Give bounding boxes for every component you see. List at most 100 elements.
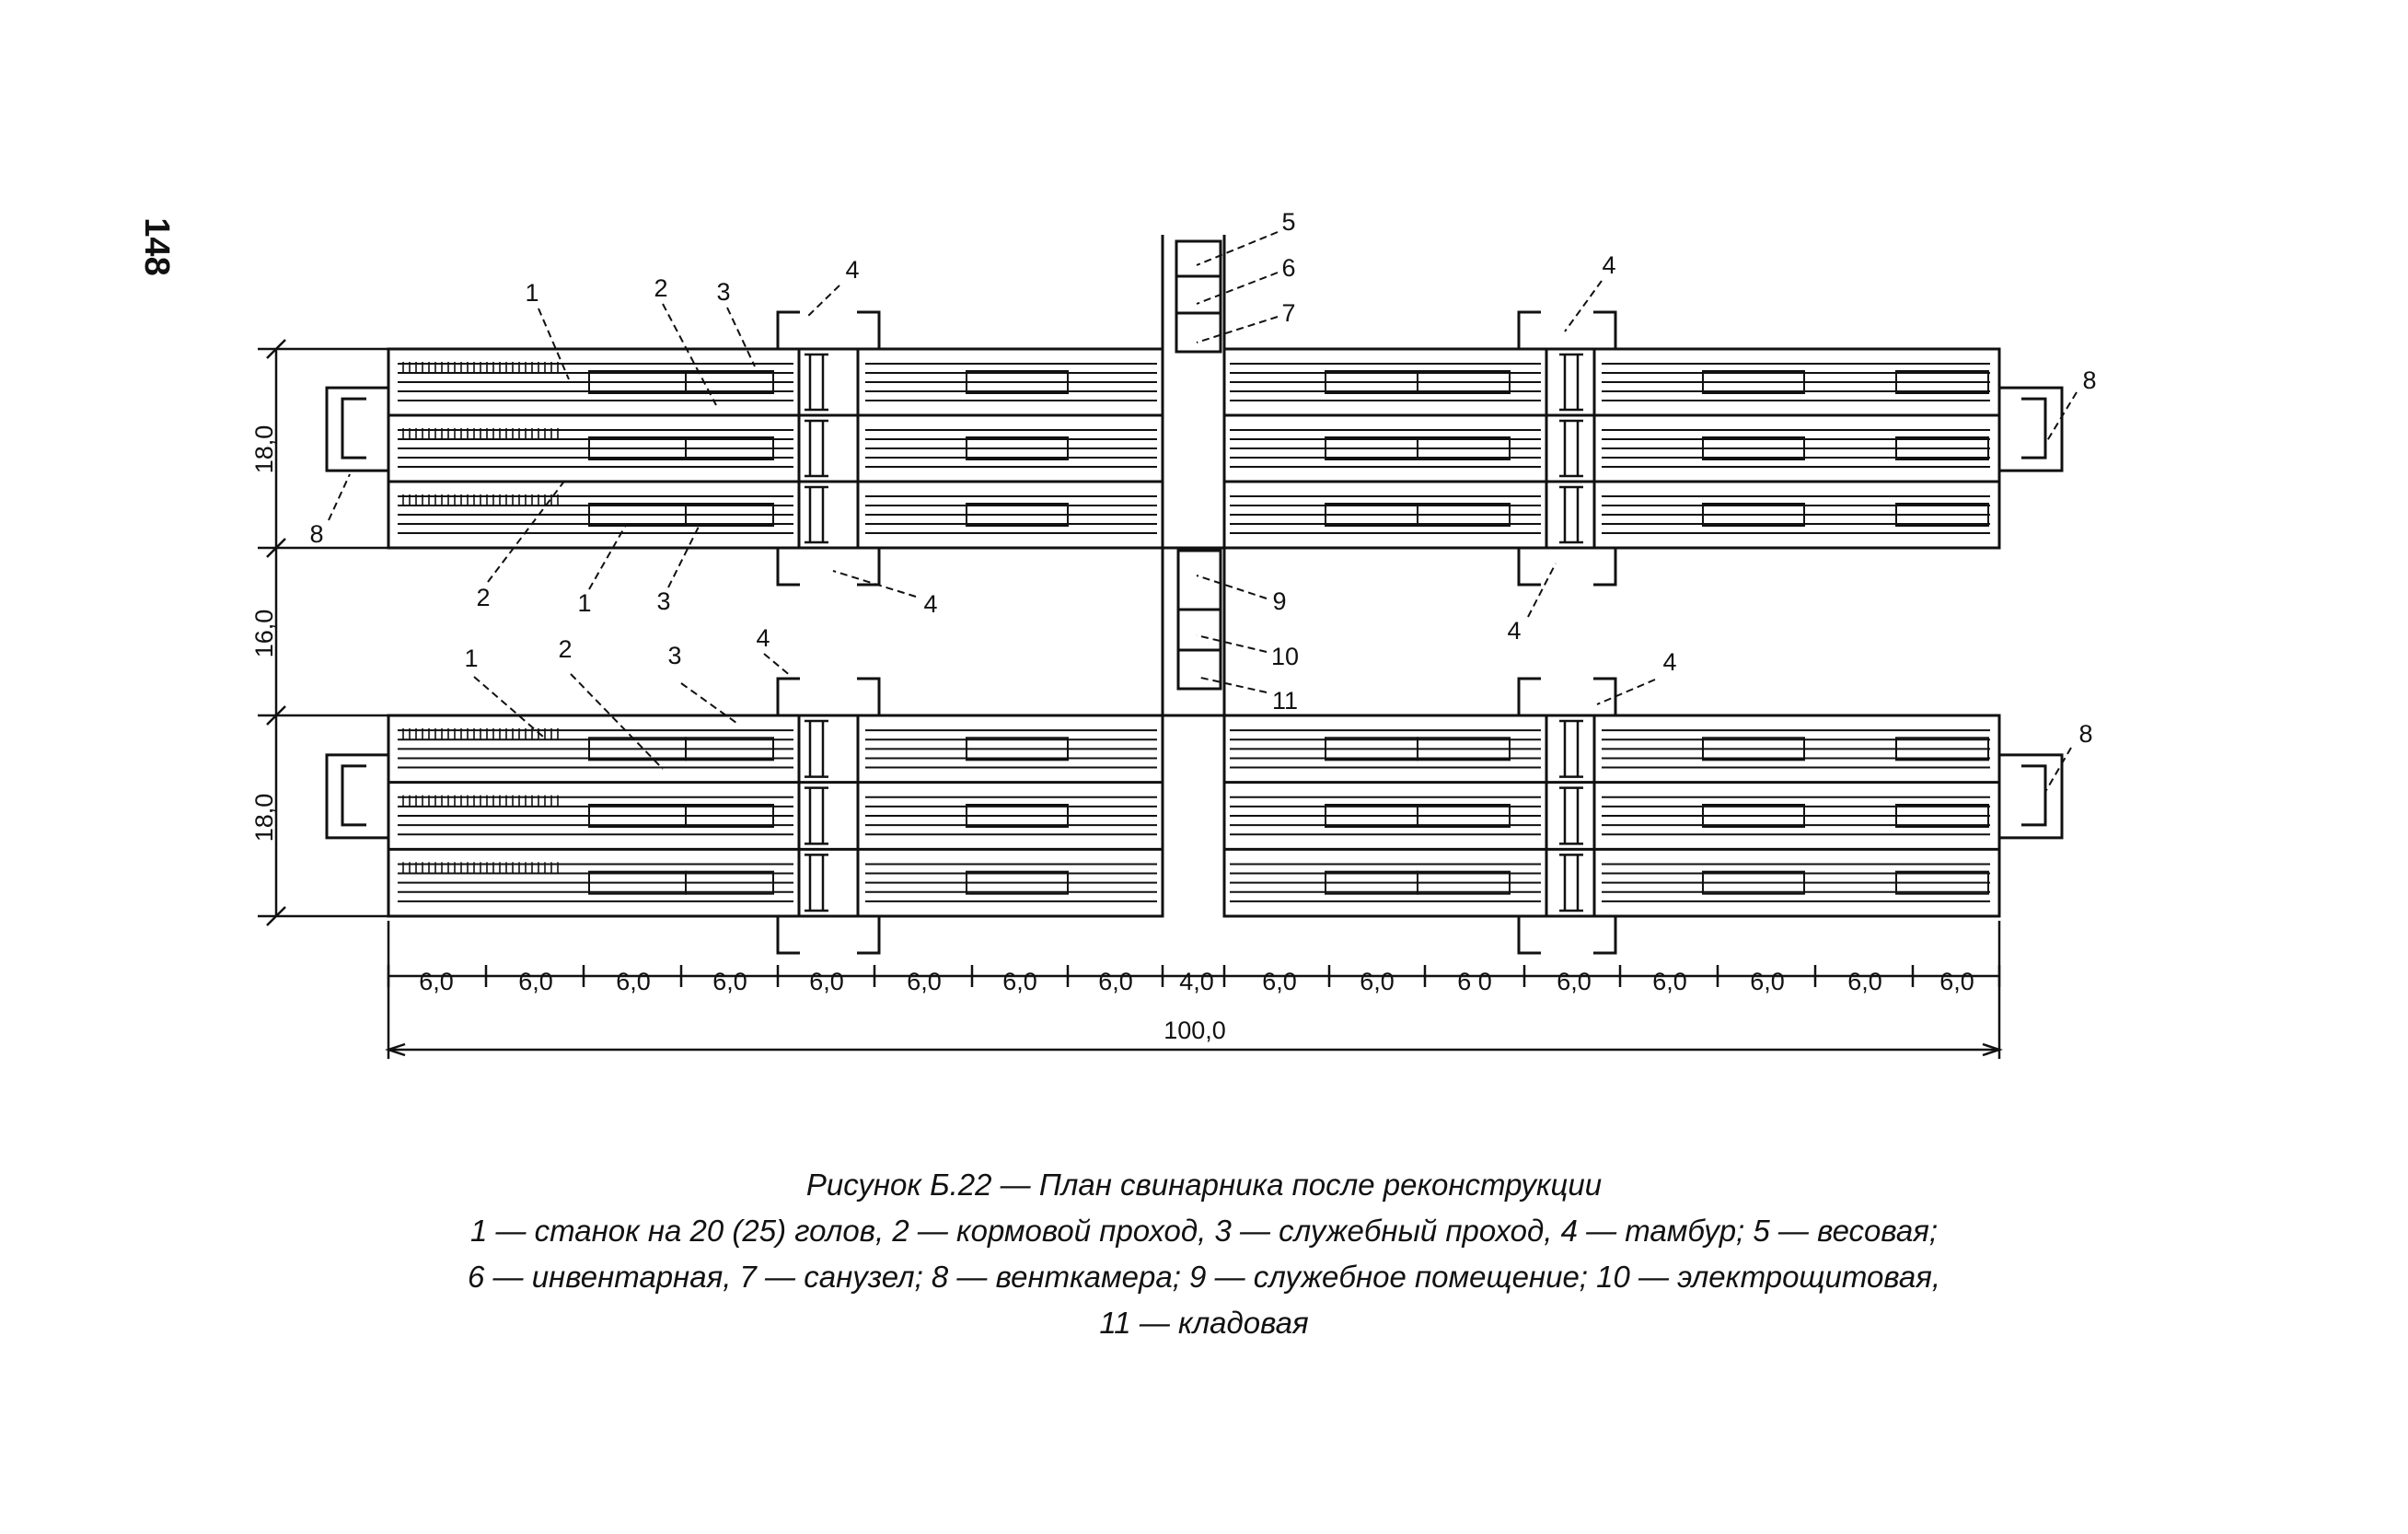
callout-label: 3 (716, 278, 730, 306)
stall-box (1417, 804, 1511, 828)
dim-tick (266, 906, 286, 926)
dim-span-label: 6,0 (1098, 968, 1133, 995)
tambour-porch (776, 677, 800, 715)
dim-span-label: 6,0 (1002, 968, 1037, 995)
leader-line (726, 307, 756, 367)
dim-span-label: 6 0 (1457, 968, 1492, 995)
callout-label: 3 (656, 587, 670, 615)
tambour-porch (1517, 677, 1541, 715)
tambour-porch (1593, 916, 1617, 955)
vent-chamber (1999, 386, 2064, 472)
caption-legend-line: 1 — станок на 20 (25) голов, 2 — кормово… (469, 1214, 1939, 1248)
dim-span-label: 6,0 (1939, 968, 1974, 995)
dimension-lines (258, 339, 2003, 1059)
leader-line (662, 303, 717, 406)
callout-label: 8 (2078, 720, 2092, 748)
dim-arrow (385, 1042, 406, 1057)
callout-label: 8 (309, 520, 323, 548)
callout-label: 5 (1281, 208, 1295, 236)
callout-label: 4 (845, 256, 859, 284)
building-wall (1222, 347, 2001, 550)
stall-box (1702, 737, 1805, 761)
stall-box (685, 737, 774, 761)
dim-span-label: 6,0 (712, 968, 747, 995)
tambour-porch (857, 548, 881, 587)
service-room (1175, 239, 1222, 354)
stall-box (1417, 737, 1511, 761)
tambour-porch (1517, 916, 1541, 955)
callout-label: 7 (1281, 299, 1295, 327)
leader-line (832, 570, 917, 598)
stall-box (1895, 804, 1989, 828)
building-wall (387, 714, 1164, 918)
leader-line (1196, 316, 1279, 343)
leader-line (1564, 280, 1603, 332)
dim-total-length: 100,0 (1163, 1017, 1226, 1044)
stall-box (685, 370, 774, 394)
dim-span-label: 6,0 (809, 968, 844, 995)
leader-line (2044, 391, 2078, 445)
callout-label: 4 (1662, 648, 1676, 676)
stall-box (966, 737, 1069, 761)
leader-line (487, 478, 567, 583)
dim-span-label: 6,0 (419, 968, 454, 995)
dim-arrow (1982, 1042, 2003, 1057)
leader-line (473, 676, 544, 738)
service-corridor (1161, 546, 1226, 717)
callout-label: 2 (476, 584, 490, 611)
dim-span-label: 6,0 (616, 968, 651, 995)
tambour-porch (776, 548, 800, 587)
vent-chamber (2021, 764, 2047, 827)
caption-title: Рисунок Б.22 — План свинарника после рек… (805, 1168, 1603, 1202)
tambour-porch (857, 916, 881, 955)
stall-box (1895, 737, 1989, 761)
figure-caption: Рисунок Б.22 — План свинарника после рек… (0, 1162, 2408, 1346)
building-wall (1222, 714, 2001, 918)
callouts-bottom-upper: 1 2 3 4 4 8 (464, 624, 2092, 748)
dim-span-label: 6,0 (1360, 968, 1395, 995)
callout-label: 2 (654, 274, 667, 302)
tambour-porch (776, 916, 800, 955)
leader-line (1196, 231, 1279, 266)
stall-box (685, 503, 774, 527)
callout-label: 4 (923, 590, 937, 618)
dim-span-label: 6,0 (1847, 968, 1882, 995)
callout-label: 1 (525, 279, 538, 307)
stall-box (966, 370, 1069, 394)
dim-tick (266, 705, 286, 726)
stall-box (685, 804, 774, 828)
leader-line (1196, 272, 1279, 305)
dim-span-label: 6,0 (518, 968, 553, 995)
tambour-porch (857, 310, 881, 349)
leader-line (680, 682, 737, 724)
stall-box (1702, 503, 1805, 527)
dim-span-label: 6,0 (1557, 968, 1592, 995)
stall-box (1417, 503, 1511, 527)
leader-line (538, 308, 570, 380)
tambour-porch (1517, 310, 1541, 349)
tambour-porch (1517, 548, 1541, 587)
vent-chamber (325, 753, 388, 840)
callout-label: 4 (1602, 251, 1615, 279)
tambour-porch (857, 677, 881, 715)
leader-line (805, 285, 840, 319)
leader-line (570, 673, 664, 770)
vent-chamber (1999, 753, 2064, 840)
dim-span-label: 6,0 (1750, 968, 1785, 995)
stall-box (1702, 370, 1805, 394)
dim-span-label: 6,0 (1262, 968, 1297, 995)
stall-box (1702, 436, 1805, 460)
callout-label: 4 (756, 624, 770, 652)
callout-label: 2 (558, 635, 572, 663)
caption-legend-line: 11 — кладовая (1099, 1306, 1309, 1340)
vent-chamber (325, 386, 388, 472)
dim-span-label: 6,0 (907, 968, 942, 995)
leader-line (588, 524, 627, 590)
callout-label: 8 (2082, 366, 2096, 394)
caption-legend-line: 6 — инвентарная, 7 — санузел; 8 — вентка… (468, 1260, 1940, 1294)
stall-box (1417, 870, 1511, 895)
leader-line (2044, 747, 2072, 793)
leader-line (763, 653, 793, 678)
callouts-top-lower: 8 2 1 3 4 9 10 11 4 (309, 520, 1521, 715)
